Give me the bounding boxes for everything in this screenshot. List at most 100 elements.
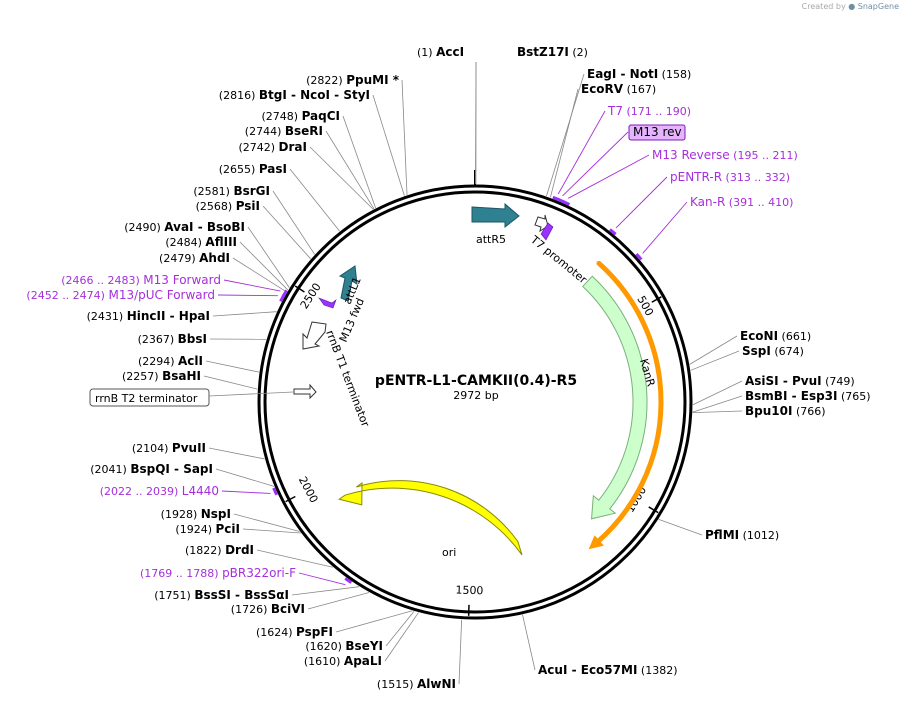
- enzyme-label-drdi[interactable]: (1822) DrdI: [185, 543, 254, 557]
- primer-label-pbr322ori-f[interactable]: (1769 .. 1788) pBR322ori-F: [140, 566, 296, 580]
- primer-label-kan-r[interactable]: Kan-R (391 .. 410): [690, 195, 793, 209]
- enzyme-leader: [242, 528, 301, 534]
- primer-name: pENTR-R: [670, 170, 722, 184]
- enzyme-label-bsssi-bsss-i[interactable]: (1751) BssSI - BssSαI: [154, 588, 289, 602]
- enzyme-label-ecorv[interactable]: EcoRV (167): [581, 82, 656, 96]
- primer-label-l4440[interactable]: (2022 .. 2039) L4440: [100, 484, 219, 498]
- rrnb-t2-label-box[interactable]: [89, 388, 210, 407]
- enzyme-pos: (2367): [138, 333, 178, 346]
- kan-orf-arc[interactable]: [593, 260, 664, 546]
- t7-primer-mark: [540, 222, 554, 241]
- backbone-outer-ring: [257, 184, 693, 620]
- enzyme-label-bpu10i[interactable]: Bpu10I (766): [745, 404, 826, 418]
- primer-name: M13 Reverse: [652, 148, 730, 162]
- plasmid-size: 2972 bp: [453, 389, 498, 402]
- enzyme-label-psii[interactable]: (2568) PsiI: [196, 199, 260, 213]
- enzyme-leader: [203, 375, 258, 390]
- enzyme-pos: (1012): [739, 529, 779, 542]
- enzyme-label-pasi[interactable]: (2655) PasI: [219, 162, 287, 176]
- enzyme-label-paqci[interactable]: (2748) PaqCI: [261, 109, 340, 123]
- ori-feature[interactable]: [338, 480, 523, 556]
- enzyme-label-bsahi[interactable]: (2257) BsaHI: [122, 369, 201, 383]
- t7-promoter-feature[interactable]: [534, 214, 549, 233]
- enzyme-names: NspI: [201, 507, 231, 521]
- enzyme-leader: [239, 241, 289, 291]
- primer-label-m13-forward[interactable]: (2466 .. 2483) M13 Forward: [61, 273, 221, 287]
- primer-mark: [635, 253, 643, 261]
- primer-leader: [221, 490, 271, 494]
- enzyme-names: PasI: [259, 162, 287, 176]
- enzyme-label-asisi-pvui[interactable]: AsiSI - PvuI (749): [745, 374, 855, 388]
- enzyme-label-pspfi[interactable]: (1624) PspFI: [256, 625, 333, 639]
- enzyme-label-pvuii[interactable]: (2104) PvuII: [132, 441, 206, 455]
- primer-label-pentr-r[interactable]: pENTR-R (313 .. 332): [670, 170, 790, 184]
- enzyme-label-bsrgi[interactable]: (2581) BsrGI: [193, 184, 270, 198]
- primer-mark: [344, 577, 353, 584]
- enzyme-label-bseyi[interactable]: (1620) BseYI: [305, 639, 383, 653]
- enzyme-label-bspqi-sapi[interactable]: (2041) BspQI - SapI: [90, 462, 213, 476]
- enzyme-pos: (2744): [245, 125, 285, 138]
- enzyme-label-pflmi[interactable]: PflMI (1012): [705, 528, 779, 542]
- primer-name: Kan-R: [690, 195, 725, 209]
- enzyme-label-acci[interactable]: (1) AccI: [417, 45, 464, 59]
- primer-label-m13-reverse[interactable]: M13 Reverse (195 .. 211): [652, 148, 798, 162]
- enzyme-label-drai[interactable]: (2742) DraI: [238, 140, 307, 154]
- primer-mark: [272, 487, 279, 496]
- enzyme-label-avai-bsobi[interactable]: (2490) AvaI - BsoBI: [124, 220, 245, 234]
- primer-label-t7[interactable]: T7 (171 .. 190): [607, 104, 691, 118]
- enzyme-label-ahdi[interactable]: (2479) AhdI: [159, 251, 230, 265]
- enzyme-label-acli[interactable]: (2294) AclI: [138, 354, 203, 368]
- primer-leader: [642, 201, 688, 254]
- enzyme-label-bcivi[interactable]: (1726) BciVI: [231, 602, 305, 616]
- enzyme-label-nspi[interactable]: (1928) NspI: [161, 507, 231, 521]
- snapgene-logo-icon: ●: [848, 2, 856, 11]
- kanr-feature[interactable]: [582, 275, 648, 520]
- enzyme-label-btgi-ncoi-styi[interactable]: (2816) BtgI - NcoI - StyI: [219, 88, 370, 102]
- enzyme-pos: (1382): [637, 664, 677, 677]
- m13-fwd-feature[interactable]: [318, 297, 337, 309]
- enzyme-label-eagi-noti[interactable]: EagI - NotI (158): [587, 67, 691, 81]
- primer-leader: [562, 131, 629, 197]
- enzyme-label-sspi[interactable]: SspI (674): [742, 344, 804, 358]
- enzyme-names: AhdI: [199, 251, 230, 265]
- enzyme-label-econi[interactable]: EcoNI (661): [740, 329, 811, 343]
- primer-range: (195 .. 211): [730, 149, 798, 162]
- enzyme-leader: [262, 205, 311, 260]
- enzyme-names: EagI - NotI: [587, 67, 658, 81]
- enzyme-leader: [692, 395, 743, 413]
- enzyme-label-afliii[interactable]: (2484) AflIII: [165, 235, 237, 249]
- kan-orf-arrowhead: [588, 535, 604, 550]
- enzyme-label-alwni[interactable]: (1515) AlwNI: [377, 677, 456, 691]
- enzyme-label-bbsi[interactable]: (2367) BbsI: [138, 332, 207, 346]
- enzyme-label-pcii[interactable]: (1924) PciI: [175, 522, 240, 536]
- primer-label-m13-puc-forward[interactable]: (2452 .. 2474) M13/pUC Forward: [26, 288, 215, 302]
- enzyme-label-apali[interactable]: (1610) ApaLI: [304, 654, 382, 668]
- attl1-feature[interactable]: [338, 265, 358, 302]
- rrnb-t1-terminator-feature[interactable]: [302, 321, 327, 350]
- enzyme-label-ppumi[interactable]: (2822) PpuMI *: [306, 73, 400, 87]
- primer-range: (2022 .. 2039): [100, 485, 182, 498]
- enzyme-label-acui-eco57mi[interactable]: AcuI - Eco57MI (1382): [538, 663, 677, 677]
- rrnb-t2-leader: [208, 391, 294, 397]
- enzyme-leader: [247, 226, 290, 288]
- enzyme-leader: [385, 611, 415, 647]
- enzyme-pos: (1822): [185, 544, 225, 557]
- enzyme-names: AvaI - BsoBI: [164, 220, 245, 234]
- primer-name: T7: [607, 104, 623, 118]
- enzyme-pos: (2257): [122, 370, 162, 383]
- enzyme-label-bsmbi-esp3i[interactable]: BsmBI - Esp3I (765): [745, 389, 871, 403]
- primer-label-m13-rev[interactable]: M13 rev: [633, 125, 682, 139]
- enzyme-label-hincii-hpai[interactable]: (2431) HincII - HpaI: [87, 309, 210, 323]
- enzyme-pos: (1726): [231, 603, 271, 616]
- t7-promoter-label: T7 promoter: [527, 233, 589, 287]
- enzyme-label-bseri[interactable]: (2744) BseRI: [245, 124, 323, 138]
- enzyme-names: EcoNI: [740, 329, 778, 343]
- enzyme-label-bstz17i[interactable]: BstZ17I (2): [517, 45, 588, 59]
- attr5-feature[interactable]: [471, 202, 520, 229]
- enzyme-names: AccI: [436, 45, 464, 59]
- rrnb-t2-terminator-feature[interactable]: [293, 383, 317, 400]
- enzyme-leader: [692, 380, 743, 406]
- enzyme-leader: [215, 468, 275, 487]
- enzyme-names: PvuII: [172, 441, 206, 455]
